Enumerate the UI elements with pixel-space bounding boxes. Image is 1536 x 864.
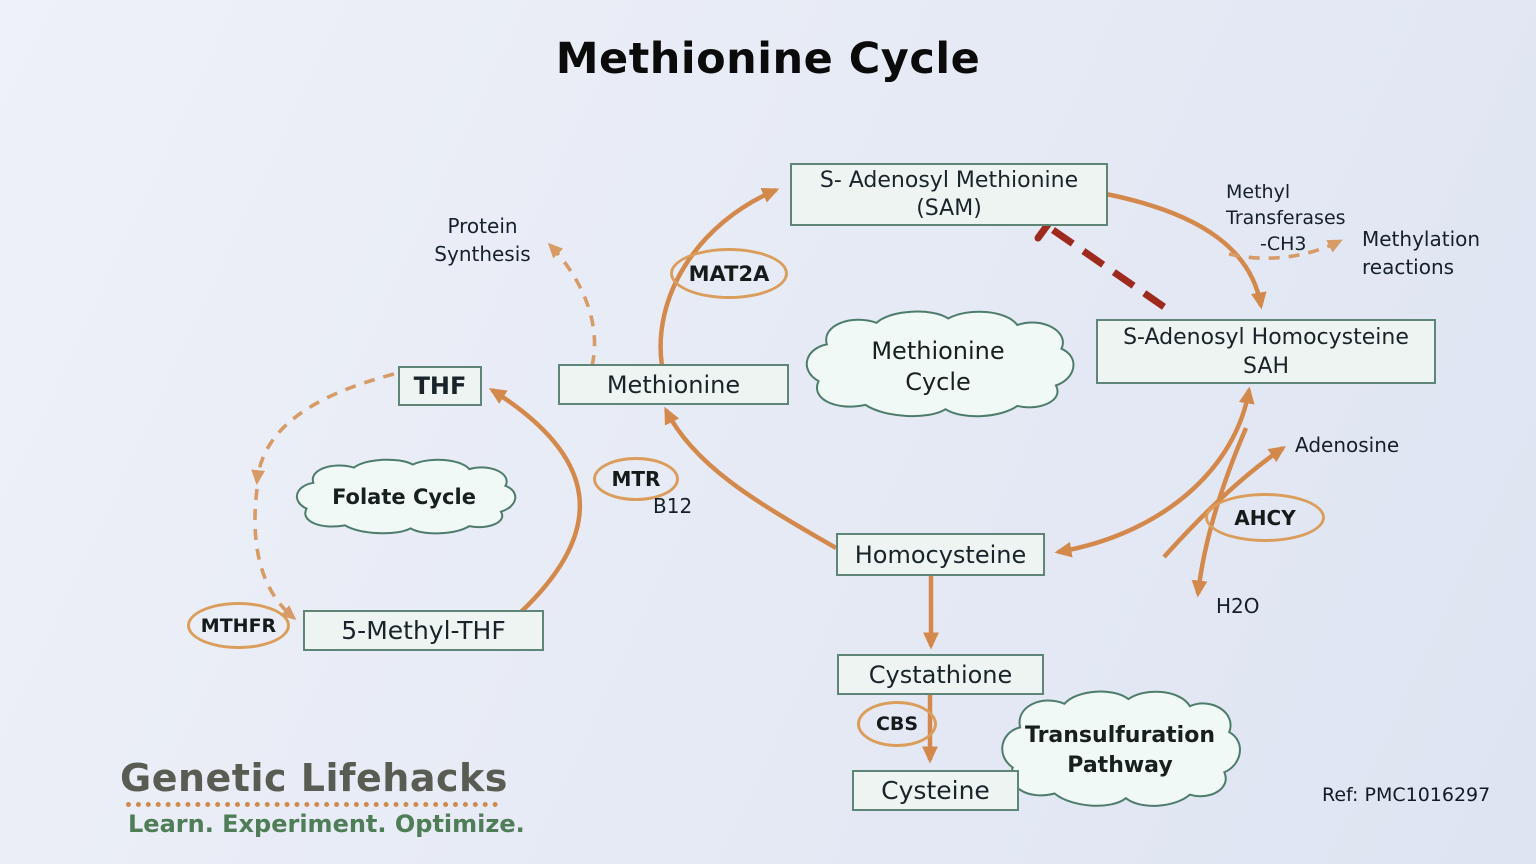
- methionine-cycle-cloud: [807, 312, 1074, 417]
- node-cystathione: Cystathione: [837, 654, 1044, 695]
- node-homocysteine: Homocysteine: [836, 533, 1045, 576]
- node-sah-line1: S-Adenosyl Homocysteine: [1123, 324, 1409, 350]
- page-title: Methionine Cycle: [555, 34, 981, 84]
- cloud-transulfuration-line1: Transulfuration: [1024, 723, 1215, 748]
- arrow-ch3-to-methylation: [1228, 239, 1343, 260]
- arrow-methionine-to-protein-synthesis: [547, 242, 597, 367]
- arrow-to-adenosine: [1162, 445, 1286, 559]
- inhibition-line-sah-to-sam: [1051, 227, 1172, 314]
- node-5-methyl-thf: 5-Methyl-THF: [303, 610, 544, 651]
- logo-name: Genetic Lifehacks: [120, 756, 508, 800]
- cloud-methionine-cycle-line2: Cycle: [905, 368, 971, 396]
- label-methylation-reactions-line1: Methylation: [1362, 227, 1481, 251]
- node-sah: S-Adenosyl Homocysteine SAH: [1096, 319, 1436, 384]
- node-methionine: Methionine: [558, 364, 789, 405]
- label-methylation-reactions-line2: reactions: [1362, 255, 1455, 279]
- enzyme-cbs: CBS: [857, 701, 937, 747]
- arrow-sah-to-homocysteine: [1054, 386, 1255, 558]
- label-b12: B12: [653, 494, 693, 518]
- cloud-label-transulfuration: Transulfuration Pathway: [1000, 721, 1240, 781]
- transulfuration-cloud: [1002, 692, 1240, 806]
- label-methyl-transferases-line2: Transferases: [1226, 207, 1346, 229]
- cloud-methionine-cycle-line1: Methionine: [871, 337, 1005, 365]
- node-thf: THF: [398, 366, 482, 406]
- node-sam-line1: S- Adenosyl Methionine: [819, 167, 1079, 193]
- enzyme-mat2a: MAT2A: [670, 248, 788, 299]
- label-adenosine: Adenosine: [1295, 433, 1400, 457]
- arrow-folate-mid-to-5methylthf: [253, 488, 297, 620]
- logo-tagline: Learn. Experiment. Optimize.: [128, 810, 525, 838]
- enzyme-ahcy: AHCY: [1205, 493, 1325, 542]
- label-protein-synthesis: Protein Synthesis: [425, 212, 540, 268]
- arrow-5methylthf-to-thf: [488, 388, 583, 614]
- label-methylation-reactions: Methylation reactions: [1362, 225, 1480, 281]
- genetic-lifehacks-logo: Genetic Lifehacks Learn. Experiment. Opt…: [120, 756, 525, 838]
- logo-dotted-divider: [126, 802, 498, 807]
- cloud-transulfuration-line2: Pathway: [1067, 753, 1173, 778]
- label-protein-synthesis-line2: Synthesis: [434, 242, 531, 266]
- folate-cycle-cloud: [297, 460, 515, 534]
- enzyme-mthfr: MTHFR: [187, 602, 290, 649]
- node-cysteine: Cysteine: [852, 770, 1019, 811]
- node-sam: S- Adenosyl Methionine (SAM): [790, 163, 1108, 226]
- arrow-sam-to-sah: [1105, 191, 1267, 310]
- label-protein-synthesis-line1: Protein: [447, 214, 518, 238]
- label-methyl-transferases-line3: -CH3: [1260, 233, 1307, 255]
- enzyme-mtr: MTR: [593, 457, 679, 501]
- label-methyl-transferases-line1: Methyl: [1226, 181, 1291, 203]
- label-methyl-transferases: Methyl Transferases -CH3: [1226, 179, 1346, 257]
- cloud-label-folate-cycle: Folate Cycle: [332, 485, 476, 509]
- arrow-thf-to-folate-mid: [251, 372, 395, 486]
- node-sah-line2: SAH: [1243, 353, 1289, 379]
- cloud-label-methionine-cycle: Methionine Cycle: [818, 336, 1058, 398]
- node-sam-line2: (SAM): [916, 195, 982, 221]
- arrow-homocysteine-to-methionine: [663, 406, 838, 550]
- label-h2o: H2O: [1216, 594, 1260, 618]
- reference-text: Ref: PMC1016297: [1322, 784, 1491, 806]
